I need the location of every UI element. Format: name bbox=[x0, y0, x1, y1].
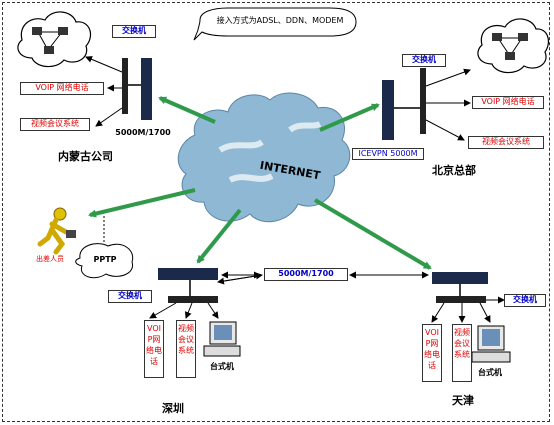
inner-mongolia-video-label: 视频会议系统 bbox=[20, 118, 90, 131]
beijing-devices bbox=[382, 68, 471, 141]
beijing-name: 北京总部 bbox=[432, 164, 476, 177]
shenzhen-switch-label: 交换机 bbox=[108, 290, 152, 303]
shenzhen-video-label: 视频会议系统 bbox=[176, 320, 196, 378]
diagram-border bbox=[2, 2, 550, 422]
inner-mongolia-devices bbox=[85, 56, 152, 127]
beijing-switch-label: 交换机 bbox=[402, 54, 446, 67]
tianjin-switch-label: 交换机 bbox=[504, 294, 546, 307]
access-note-text: 接入方式为ADSL、DDN、MODEM bbox=[216, 16, 344, 25]
inner-mongolia-device-label: 5000M/1700 bbox=[115, 128, 171, 137]
network-cloud-topleft bbox=[17, 11, 92, 68]
internet-links bbox=[88, 96, 432, 270]
shenzhen-devices bbox=[149, 268, 263, 357]
shenzhen-name: 深圳 bbox=[162, 402, 184, 415]
mobile-user-label: 出差人员 bbox=[36, 255, 64, 263]
tianjin-voip-label: VOIP网络电话 bbox=[422, 324, 442, 382]
beijing-video-label: 视频会议系统 bbox=[468, 136, 544, 149]
internet-cloud bbox=[177, 92, 351, 223]
pptp-label: PPTP bbox=[93, 255, 117, 264]
network-cloud-topright bbox=[477, 18, 549, 74]
shenzhen-tianjin-link-label: 5000M/1700 bbox=[264, 268, 348, 281]
inner-mongolia-voip-label: VOIP 网络电话 bbox=[20, 82, 104, 95]
inner-mongolia-switch-label: 交换机 bbox=[112, 25, 156, 38]
shenzhen-voip-label: VOIP网络电话 bbox=[144, 320, 164, 378]
inner-mongolia-name: 内蒙古公司 bbox=[58, 150, 113, 163]
tianjin-pc-label: 台式机 bbox=[478, 368, 502, 377]
access-note-bubble bbox=[193, 7, 357, 41]
tianjin-video-label: 视频会议系统 bbox=[452, 324, 472, 382]
shenzhen-pc-label: 台式机 bbox=[210, 362, 234, 371]
beijing-voip-label: VOIP 网络电话 bbox=[472, 96, 544, 109]
tianjin-name: 天津 bbox=[452, 394, 474, 407]
mobile-user-figure bbox=[37, 207, 134, 279]
beijing-device-label: ICEVPN 5000M bbox=[352, 148, 424, 160]
tianjin-devices bbox=[431, 272, 511, 363]
